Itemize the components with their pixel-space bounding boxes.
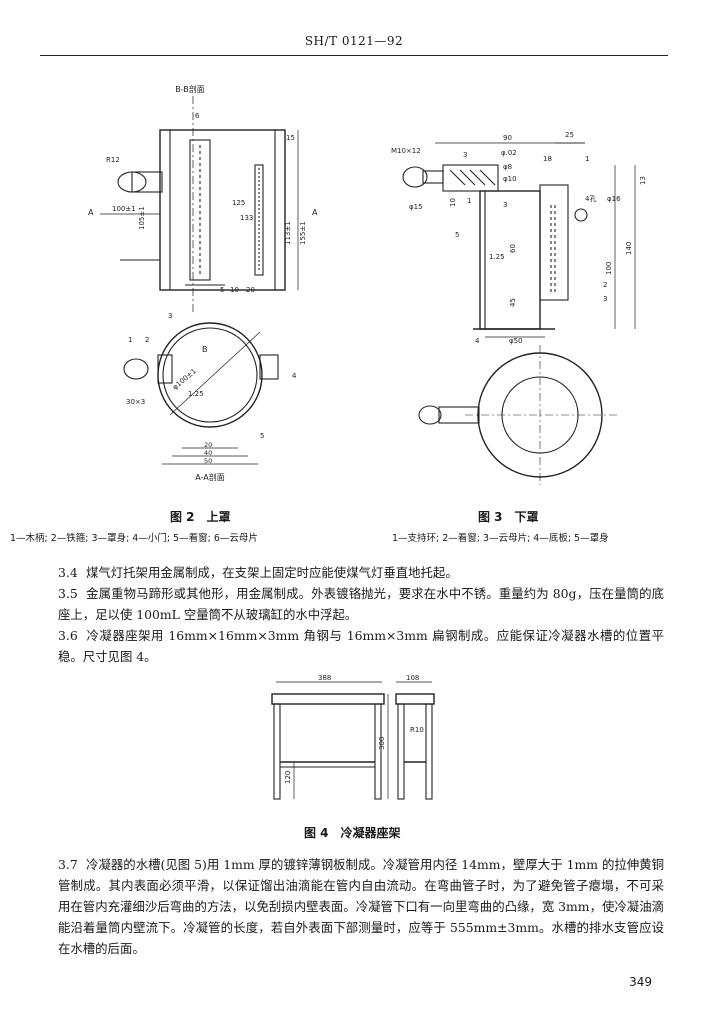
fig2-num-5: 5 bbox=[260, 432, 264, 440]
fig2-dim-20b: 20 bbox=[204, 441, 212, 449]
fig2-num-3: 3 bbox=[168, 312, 172, 320]
section-number: 3.5 bbox=[58, 586, 78, 601]
fig4-r10: R10 bbox=[410, 726, 424, 734]
fig2-dim-125: 125 bbox=[232, 199, 245, 207]
fig3-dim-13: 13 bbox=[639, 176, 647, 185]
section-number: 3.4 bbox=[58, 565, 78, 580]
fig3-handle bbox=[402, 166, 428, 188]
fig4-front-right-leg bbox=[374, 703, 382, 800]
fig4-side-top-frame bbox=[395, 693, 435, 705]
fig2-section-aa-label: A-A剖面 bbox=[195, 472, 224, 482]
figure-2-legend: 1—木柄; 2—铁箍; 3—罩身; 4—小门; 5—看窗; 6—云母片 bbox=[10, 533, 258, 544]
fig3-window bbox=[539, 184, 569, 301]
fig2-marker-a-right: A bbox=[312, 208, 318, 217]
fig2-r12: R12 bbox=[106, 156, 120, 164]
figure-4-caption: 图 4 冷凝器座架 bbox=[304, 826, 401, 840]
fig3-dim-60: 60 bbox=[509, 244, 517, 253]
fig4-side-left-leg bbox=[397, 703, 405, 800]
fig3-phi15: φ15 bbox=[409, 203, 423, 211]
fig2-window-frame bbox=[189, 139, 211, 281]
fig2-marker-a-left: A bbox=[88, 208, 94, 217]
fig2-dim-133: 133 bbox=[240, 214, 253, 222]
fig2-num-1: 1 bbox=[128, 336, 132, 344]
fig4-dim-120: 120 bbox=[284, 771, 292, 784]
figure-4-drawing: 388 108 300 120 R10 bbox=[271, 674, 435, 800]
figure-3-legend: 1—支持环; 2—看窗; 3—云母片; 4—底板; 5—罩身 bbox=[392, 533, 609, 544]
fig3-dim-90: 90 bbox=[503, 134, 512, 142]
fig3-dim-140: 140 bbox=[625, 242, 633, 255]
page-number: 349 bbox=[629, 975, 652, 989]
section-number: 3.6 bbox=[58, 628, 78, 643]
fig3-num-4: 4 bbox=[475, 337, 480, 345]
fig2-30x3: 30×3 bbox=[126, 398, 145, 406]
fig2-marker-b: B bbox=[202, 345, 208, 354]
fig2-dim-155: 155±1 bbox=[299, 221, 307, 245]
fig2-dim-40: 40 bbox=[204, 449, 212, 457]
fig3-plan-handle bbox=[418, 405, 442, 425]
fig3-dim-45: 45 bbox=[509, 298, 517, 307]
fig2-dim-105: 105±1 bbox=[138, 206, 146, 230]
fig2-section-bb-label: B-B剖面 bbox=[175, 84, 205, 94]
fig3-phi16: φ16 bbox=[607, 195, 621, 203]
fig3-num-3-top: 3 bbox=[503, 201, 507, 209]
fig3-dim-3: 3 bbox=[463, 151, 467, 159]
section-text: 煤气灯托架用金属制成，在支架上固定时应能使煤气灯垂直地托起。 bbox=[86, 565, 458, 580]
fig4-front-top-frame bbox=[271, 693, 385, 705]
fig2-num-6: 6 bbox=[195, 112, 200, 120]
fig3-num-2: 2 bbox=[603, 281, 607, 289]
fig4-dim-300: 300 bbox=[378, 737, 386, 750]
section-3-4: 3.4 煤气灯托架用金属制成，在支架上固定时应能使煤气灯垂直地托起。 bbox=[58, 562, 664, 583]
fig3-phi8: φ8 bbox=[503, 163, 512, 171]
fig2-hood-body bbox=[159, 129, 286, 291]
fig2-dim-15: 15 bbox=[286, 134, 295, 142]
figure-3-drawing: 90 25 M10×12 3 φ.02 φ8 φ10 10 1 φ15 3 18… bbox=[391, 131, 647, 485]
fig3-dim-1-25: 1.25 bbox=[489, 253, 505, 261]
header-rule bbox=[40, 55, 668, 56]
fig3-dim-10: 10 bbox=[449, 198, 457, 207]
fig4-front-left-leg bbox=[273, 703, 281, 800]
fig2-plan-handle bbox=[123, 358, 149, 380]
fig3-dim-1: 1 bbox=[467, 197, 471, 205]
fig3-phi10: φ10 bbox=[503, 175, 517, 183]
fig3-phi02: φ.02 bbox=[501, 149, 517, 157]
fig3-dim-100: 100 bbox=[605, 262, 613, 275]
fig2-plan-circle-inner bbox=[162, 327, 258, 423]
section-text: 冷凝器的水槽(见图 5)用 1mm 厚的镀锌薄钢板制成。冷凝管用内径 14mm，… bbox=[58, 857, 664, 956]
fig2-phi100: φ100±1 bbox=[171, 367, 198, 391]
fig2-dim-20: 20 bbox=[246, 286, 255, 294]
fig2-dim-10: 10 bbox=[230, 286, 239, 294]
fig2-dim-50: 50 bbox=[204, 457, 212, 465]
fig3-num-3: 3 bbox=[603, 295, 607, 303]
page-header: SH/T 0121—92 bbox=[304, 34, 404, 48]
section-text: 金属重物马蹄形或其他形，用金属制成。外表镀铬抛光，要求在水中不锈。重量约为 80… bbox=[58, 586, 664, 622]
fig2-dim-113: 113±1 bbox=[284, 221, 292, 245]
fig3-num-5: 5 bbox=[455, 231, 459, 239]
figure-2-drawing: B-B剖面 125 133 105±1 113±1 155±1 15 20 10… bbox=[88, 84, 318, 482]
figure-3-caption: 图 3 下罩 bbox=[478, 510, 539, 524]
fig2-dim-1-25: 1.25 bbox=[188, 390, 204, 398]
fig3-m10: M10×12 bbox=[391, 147, 421, 155]
fig2-dim-5: 5 bbox=[220, 286, 224, 294]
fig3-kong: 4孔 bbox=[585, 195, 596, 203]
fig4-side-right-leg bbox=[425, 703, 433, 800]
fig4-dim-388: 388 bbox=[318, 674, 331, 682]
figure-2-caption: 图 2 上罩 bbox=[170, 510, 231, 524]
fig3-dim-18: 18 bbox=[543, 155, 552, 163]
fig2-dim-100: 100±1 bbox=[112, 205, 136, 213]
fig3-phi50: φ50 bbox=[509, 337, 523, 345]
fig2-num-4: 4 bbox=[292, 372, 297, 380]
fig3-support-ring bbox=[442, 164, 499, 192]
fig3-num-1: 1 bbox=[585, 155, 589, 163]
fig2-num-2: 2 bbox=[145, 336, 149, 344]
fig3-dim-25: 25 bbox=[565, 131, 574, 139]
section-number: 3.7 bbox=[58, 857, 78, 872]
section-text: 冷凝器座架用 16mm×16mm×3mm 角钢与 16mm×3mm 扁钢制成。应… bbox=[58, 628, 664, 664]
fig4-dim-108: 108 bbox=[406, 674, 419, 682]
